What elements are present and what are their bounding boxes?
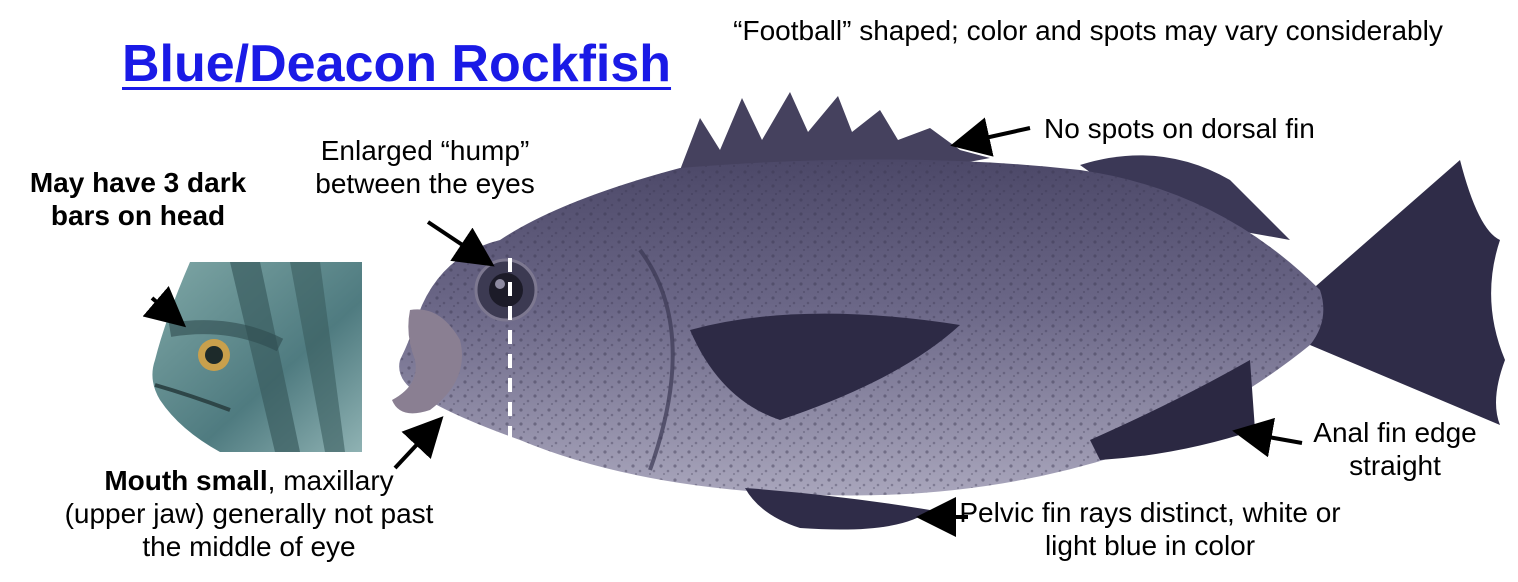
annotation-mouth: Mouth small, maxillary (upper jaw) gener…	[64, 464, 434, 563]
annotation-shape: “Football” shaped; color and spots may v…	[718, 14, 1458, 47]
annotation-dorsal-fin: No spots on dorsal fin	[1044, 112, 1315, 145]
arrow-dorsal	[958, 128, 1030, 144]
annotation-mouth-bold: Mouth small	[104, 465, 267, 496]
annotation-pelvic-fin: Pelvic fin rays distinct, white or light…	[950, 496, 1350, 562]
inset-head-image	[150, 262, 362, 452]
annotation-dark-bars: May have 3 dark bars on head	[20, 166, 256, 232]
page-title-link[interactable]: Blue/Deacon Rockfish	[122, 34, 671, 94]
arrow-mouth	[395, 422, 438, 468]
caudal-fin	[1300, 160, 1505, 425]
annotation-anal-fin: Anal fin edge straight	[1290, 416, 1500, 482]
arrow-hump	[428, 222, 488, 262]
annotation-hump: Enlarged “hump” between the eyes	[270, 134, 580, 200]
